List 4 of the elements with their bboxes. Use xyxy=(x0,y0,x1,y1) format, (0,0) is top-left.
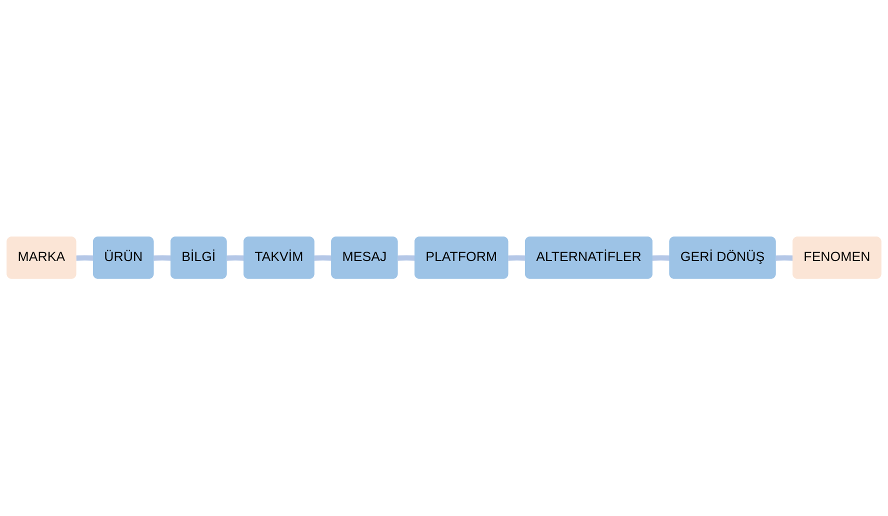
connector xyxy=(774,255,795,262)
connector xyxy=(225,255,246,262)
connector xyxy=(651,255,672,262)
connector xyxy=(313,255,334,262)
